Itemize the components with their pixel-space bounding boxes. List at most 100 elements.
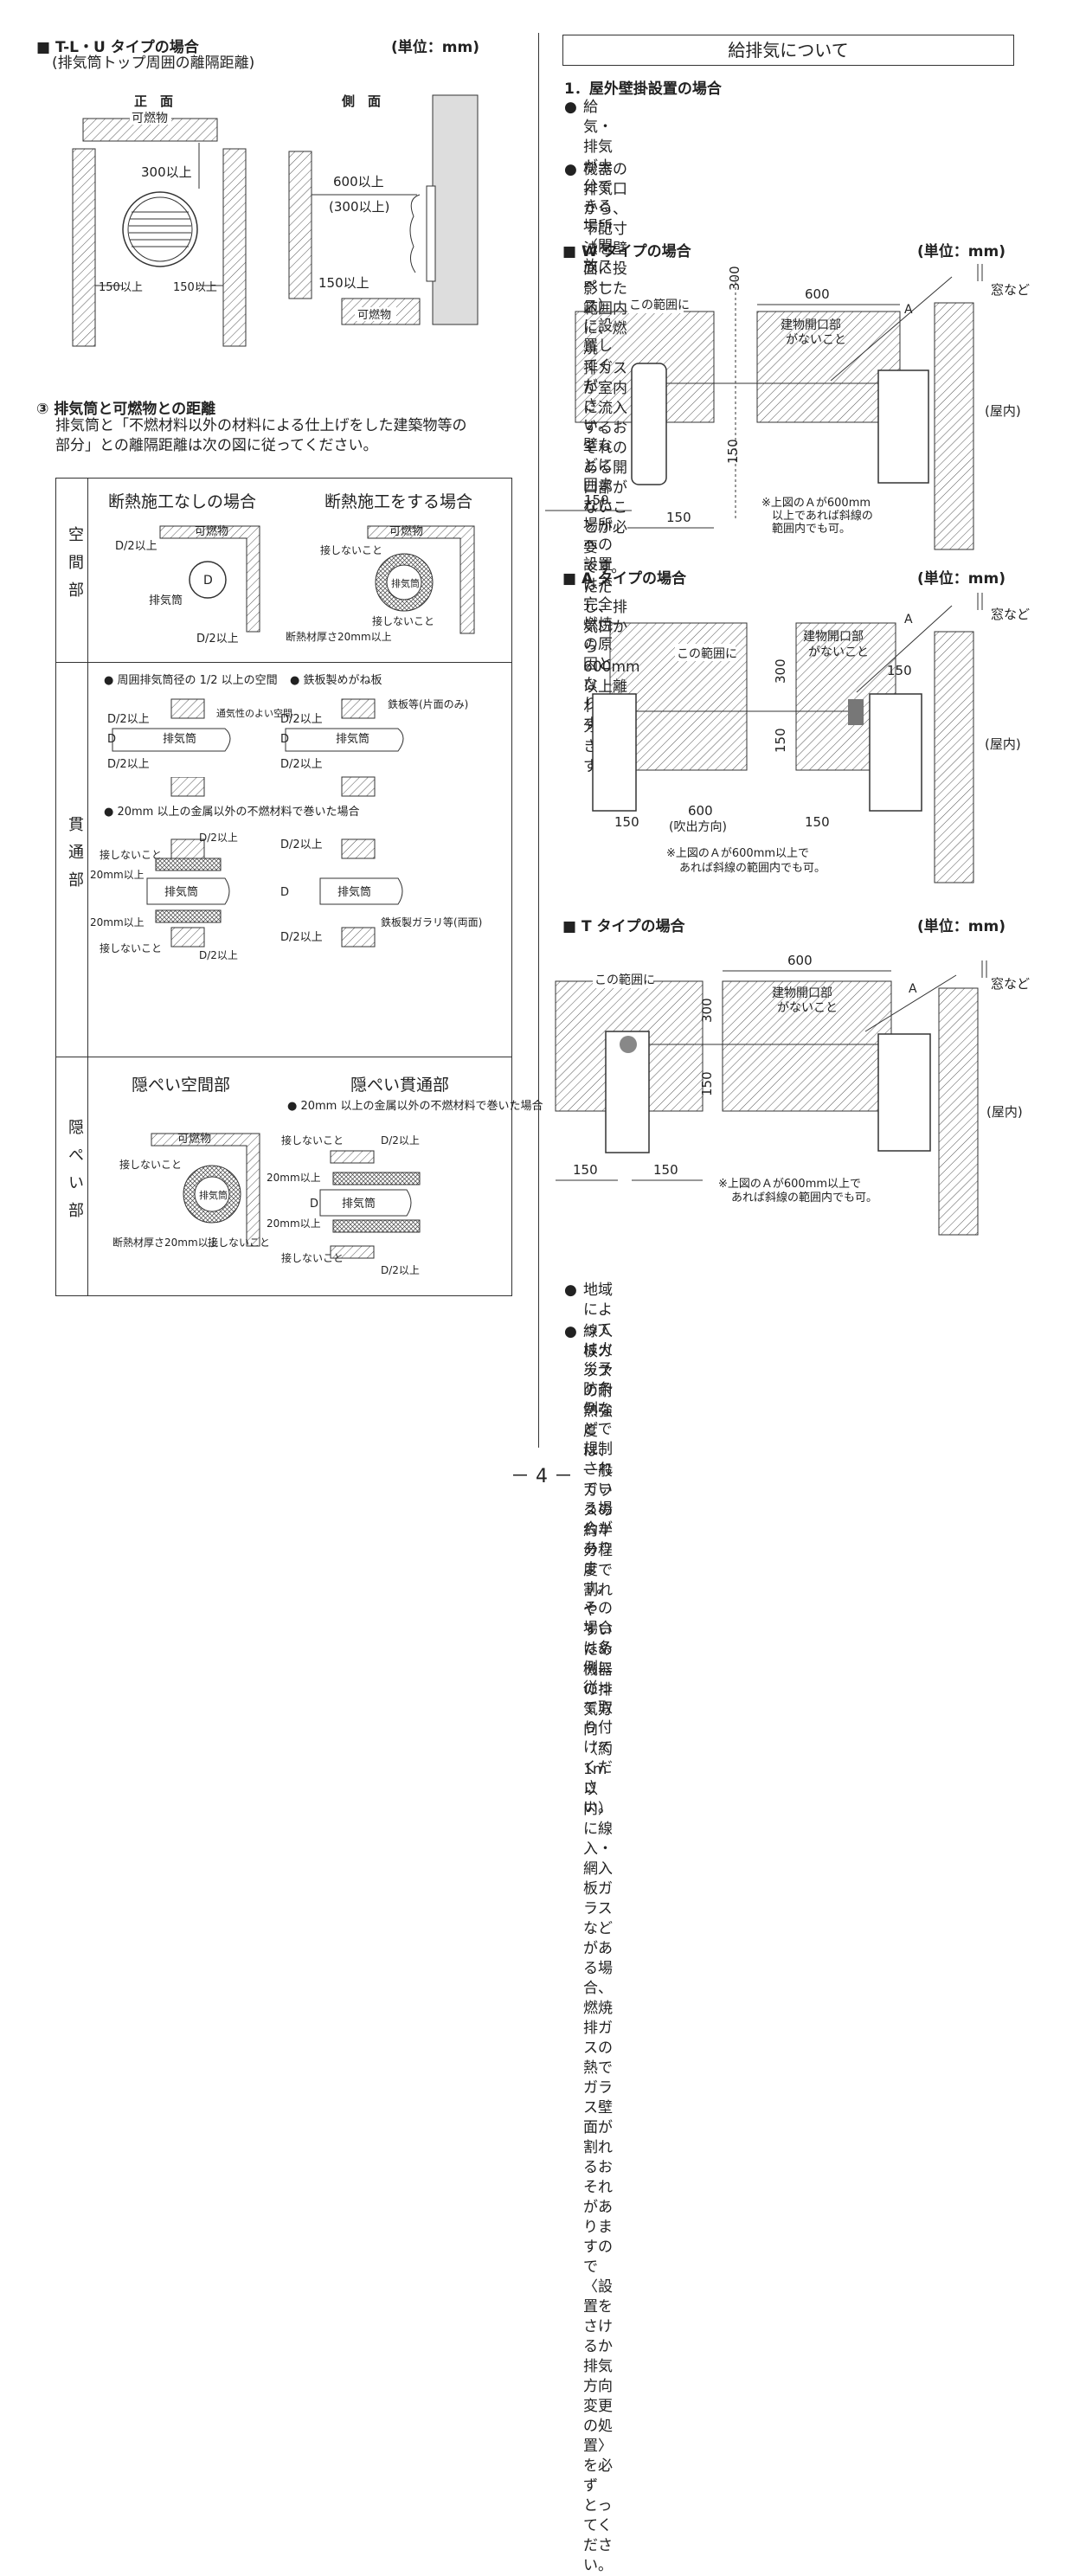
- side-label: 側 面: [341, 93, 381, 109]
- a-150-top: 150: [887, 663, 912, 678]
- front-kanen-top: 可燃物: [132, 111, 168, 125]
- r2-d: D: [107, 733, 116, 746]
- r2-d2-b: D/2以上: [107, 758, 150, 771]
- a-fukidashi: (吹出方向): [669, 820, 727, 834]
- r2-note2: ● 鉄板製めがね板: [290, 674, 382, 687]
- r3-d2-a: D/2以上: [381, 1134, 420, 1147]
- w-note-2: 以上であれば斜線の: [772, 509, 873, 523]
- r2-teppan: 鉄板等(片面のみ): [388, 697, 468, 710]
- a-heading: ■ A タイプの場合: [562, 570, 687, 588]
- t-150-v: 150: [699, 1071, 715, 1096]
- row-label-kuukan: 空間部: [66, 526, 84, 609]
- r3-left-title: 隠ぺい空間部: [132, 1076, 230, 1095]
- r2-20mm-b: 20mm以上: [90, 916, 145, 928]
- page-number: － 4 －: [511, 1466, 573, 1487]
- r1-haiki-r: 排気筒: [391, 577, 420, 589]
- w-tatemono2: がないこと: [786, 333, 846, 347]
- t-okunai: (屋内): [986, 1104, 1023, 1120]
- r2-d2-c: D/2以上: [280, 713, 323, 726]
- r3-haiki-a: 排気筒: [199, 1189, 228, 1201]
- t-a: A: [909, 982, 917, 996]
- w-150-v: 150: [725, 439, 741, 464]
- r1-sesshinai-a: 接しないこと: [320, 543, 382, 556]
- d150c-label: 150以上: [318, 275, 369, 291]
- t-unit: (単位：mm): [917, 918, 1006, 935]
- r2-haiki-d: 排気筒: [337, 885, 371, 899]
- a-mado: 窓など: [991, 607, 1030, 622]
- row-label-kantsuu: 貫通部: [66, 816, 84, 899]
- r2-sesshinai-b: 接しないこと: [100, 941, 162, 954]
- t-diagram: この範囲に 建物開口部 がないこと 600 300 150 A 窓など (屋内)…: [555, 953, 1030, 1236]
- t-mado: 窓など: [991, 976, 1030, 992]
- a-unit: (単位：mm): [917, 570, 1006, 588]
- r3-kanen: 可燃物: [177, 1132, 211, 1146]
- w-note-1: ※上図のＡが600mm: [761, 497, 871, 510]
- w-note-3: 範囲内でも可。: [772, 522, 851, 536]
- section1-heading: 1．屋外壁掛設置の場合: [564, 80, 722, 98]
- row-label-inpei: 隠ぺい部: [66, 1119, 84, 1230]
- w-150-a: 150: [584, 492, 609, 508]
- table-diagrams: 断熱施工なしの場合 断熱施工をする場合 可燃物 D D/2以上 排気筒 D/2以…: [90, 492, 543, 1276]
- r1-kanen-l: 可燃物: [195, 524, 228, 538]
- t-300: 300: [699, 998, 715, 1023]
- d150-right: 150以上: [173, 281, 217, 294]
- r1-sesshinai-b: 接しないこと: [372, 614, 434, 627]
- r3-sesshinai-c: 接しないこと: [281, 1134, 344, 1147]
- r3-d2-b: D/2以上: [381, 1264, 420, 1276]
- w-heading: ■ W タイプの場合: [562, 243, 691, 260]
- a-150-a: 150: [614, 814, 639, 830]
- r3-sesshinai-d: 接しないこと: [281, 1251, 344, 1264]
- r3-haiki-b: 排気筒: [342, 1197, 376, 1211]
- a-tatemono1: 建物開口部: [803, 630, 864, 644]
- front-label: 正 面: [134, 93, 173, 109]
- d300-label: 300以上: [141, 164, 192, 180]
- r2-d-b: D: [280, 733, 289, 746]
- r3-right-title: 隠ぺい貫通部: [350, 1076, 449, 1095]
- column-divider: [538, 33, 539, 1448]
- r2-d2-f: D/2以上: [199, 949, 238, 961]
- r1-d: D: [203, 574, 213, 588]
- w-okunai: (屋内): [985, 403, 1021, 419]
- r1-right-title: 断熱施工をする場合: [324, 492, 472, 511]
- tl-u-heading: ■ T-L・U タイプの場合: [36, 39, 199, 56]
- w-300: 300: [727, 266, 742, 291]
- r3-note: ● 20mm 以上の金属以外の不燃材料で巻いた場合: [287, 1099, 543, 1113]
- w-kono: この範囲に: [629, 298, 690, 312]
- distance-desc-2: 部分」との離隔距離は次の図に従ってください。: [55, 437, 378, 454]
- t-tatemono1: 建物開口部: [772, 986, 832, 1000]
- a-okunai: (屋内): [985, 736, 1021, 752]
- a-note-1: ※上図のＡが600mm以上で: [666, 847, 809, 860]
- distance-table: 空間部 貫通部 隠ぺい部: [55, 478, 512, 1296]
- a-note-2: あれば斜線の範囲内でも可。: [679, 861, 826, 875]
- r2-sesshinai-a: 接しないこと: [100, 848, 162, 861]
- r2-d2-e: D/2以上: [199, 832, 238, 844]
- d600-label: 600以上: [333, 174, 384, 190]
- t-150-a: 150: [573, 1162, 598, 1178]
- a-600: 600: [688, 803, 713, 819]
- side-kanen: 可燃物: [357, 308, 391, 322]
- r2-garari: 鉄板製ガラリ等(両面): [381, 915, 482, 928]
- tl-u-diagram: 正 面 側 面 可燃物 300以上 150以上 150以上 600以上 (300…: [72, 93, 479, 347]
- r3-20mm-b: 20mm以上: [267, 1217, 321, 1230]
- w-diagram: この範囲に 建物開口部 がないこと 600 300 150 A 窓など (屋内)…: [545, 264, 1030, 550]
- r3-d: D: [310, 1198, 318, 1211]
- r3-20mm-a: 20mm以上: [267, 1172, 321, 1184]
- r2-d2-a: D/2以上: [107, 713, 150, 726]
- t-600: 600: [787, 953, 813, 968]
- r2-20mm-a: 20mm以上: [90, 869, 145, 881]
- r3-sesshinai-a: 接しないこと: [119, 1158, 182, 1171]
- r2-haiki-b: 排気筒: [336, 732, 369, 746]
- t-tatemono2: がないこと: [777, 1001, 838, 1015]
- section-title: 給排気について: [728, 40, 849, 61]
- t-heading: ■ T タイプの場合: [562, 918, 685, 935]
- a-300: 300: [773, 658, 788, 684]
- t-note-2: あれば斜線の範囲内でも可。: [731, 1191, 877, 1204]
- w-a: A: [904, 303, 913, 317]
- tl-u-unit: (単位：mm): [391, 39, 479, 56]
- t-note-1: ※上図のＡが600mm以上で: [718, 1178, 861, 1191]
- r2-note3: ● 20mm 以上の金属以外の不燃材料で巻いた場合: [104, 805, 359, 819]
- r3-sesshinai-b: 接しないこと: [208, 1236, 270, 1249]
- a-kono: この範囲に: [677, 646, 737, 661]
- r2-d2-h: D/2以上: [280, 931, 323, 944]
- w-150-b: 150: [666, 510, 691, 525]
